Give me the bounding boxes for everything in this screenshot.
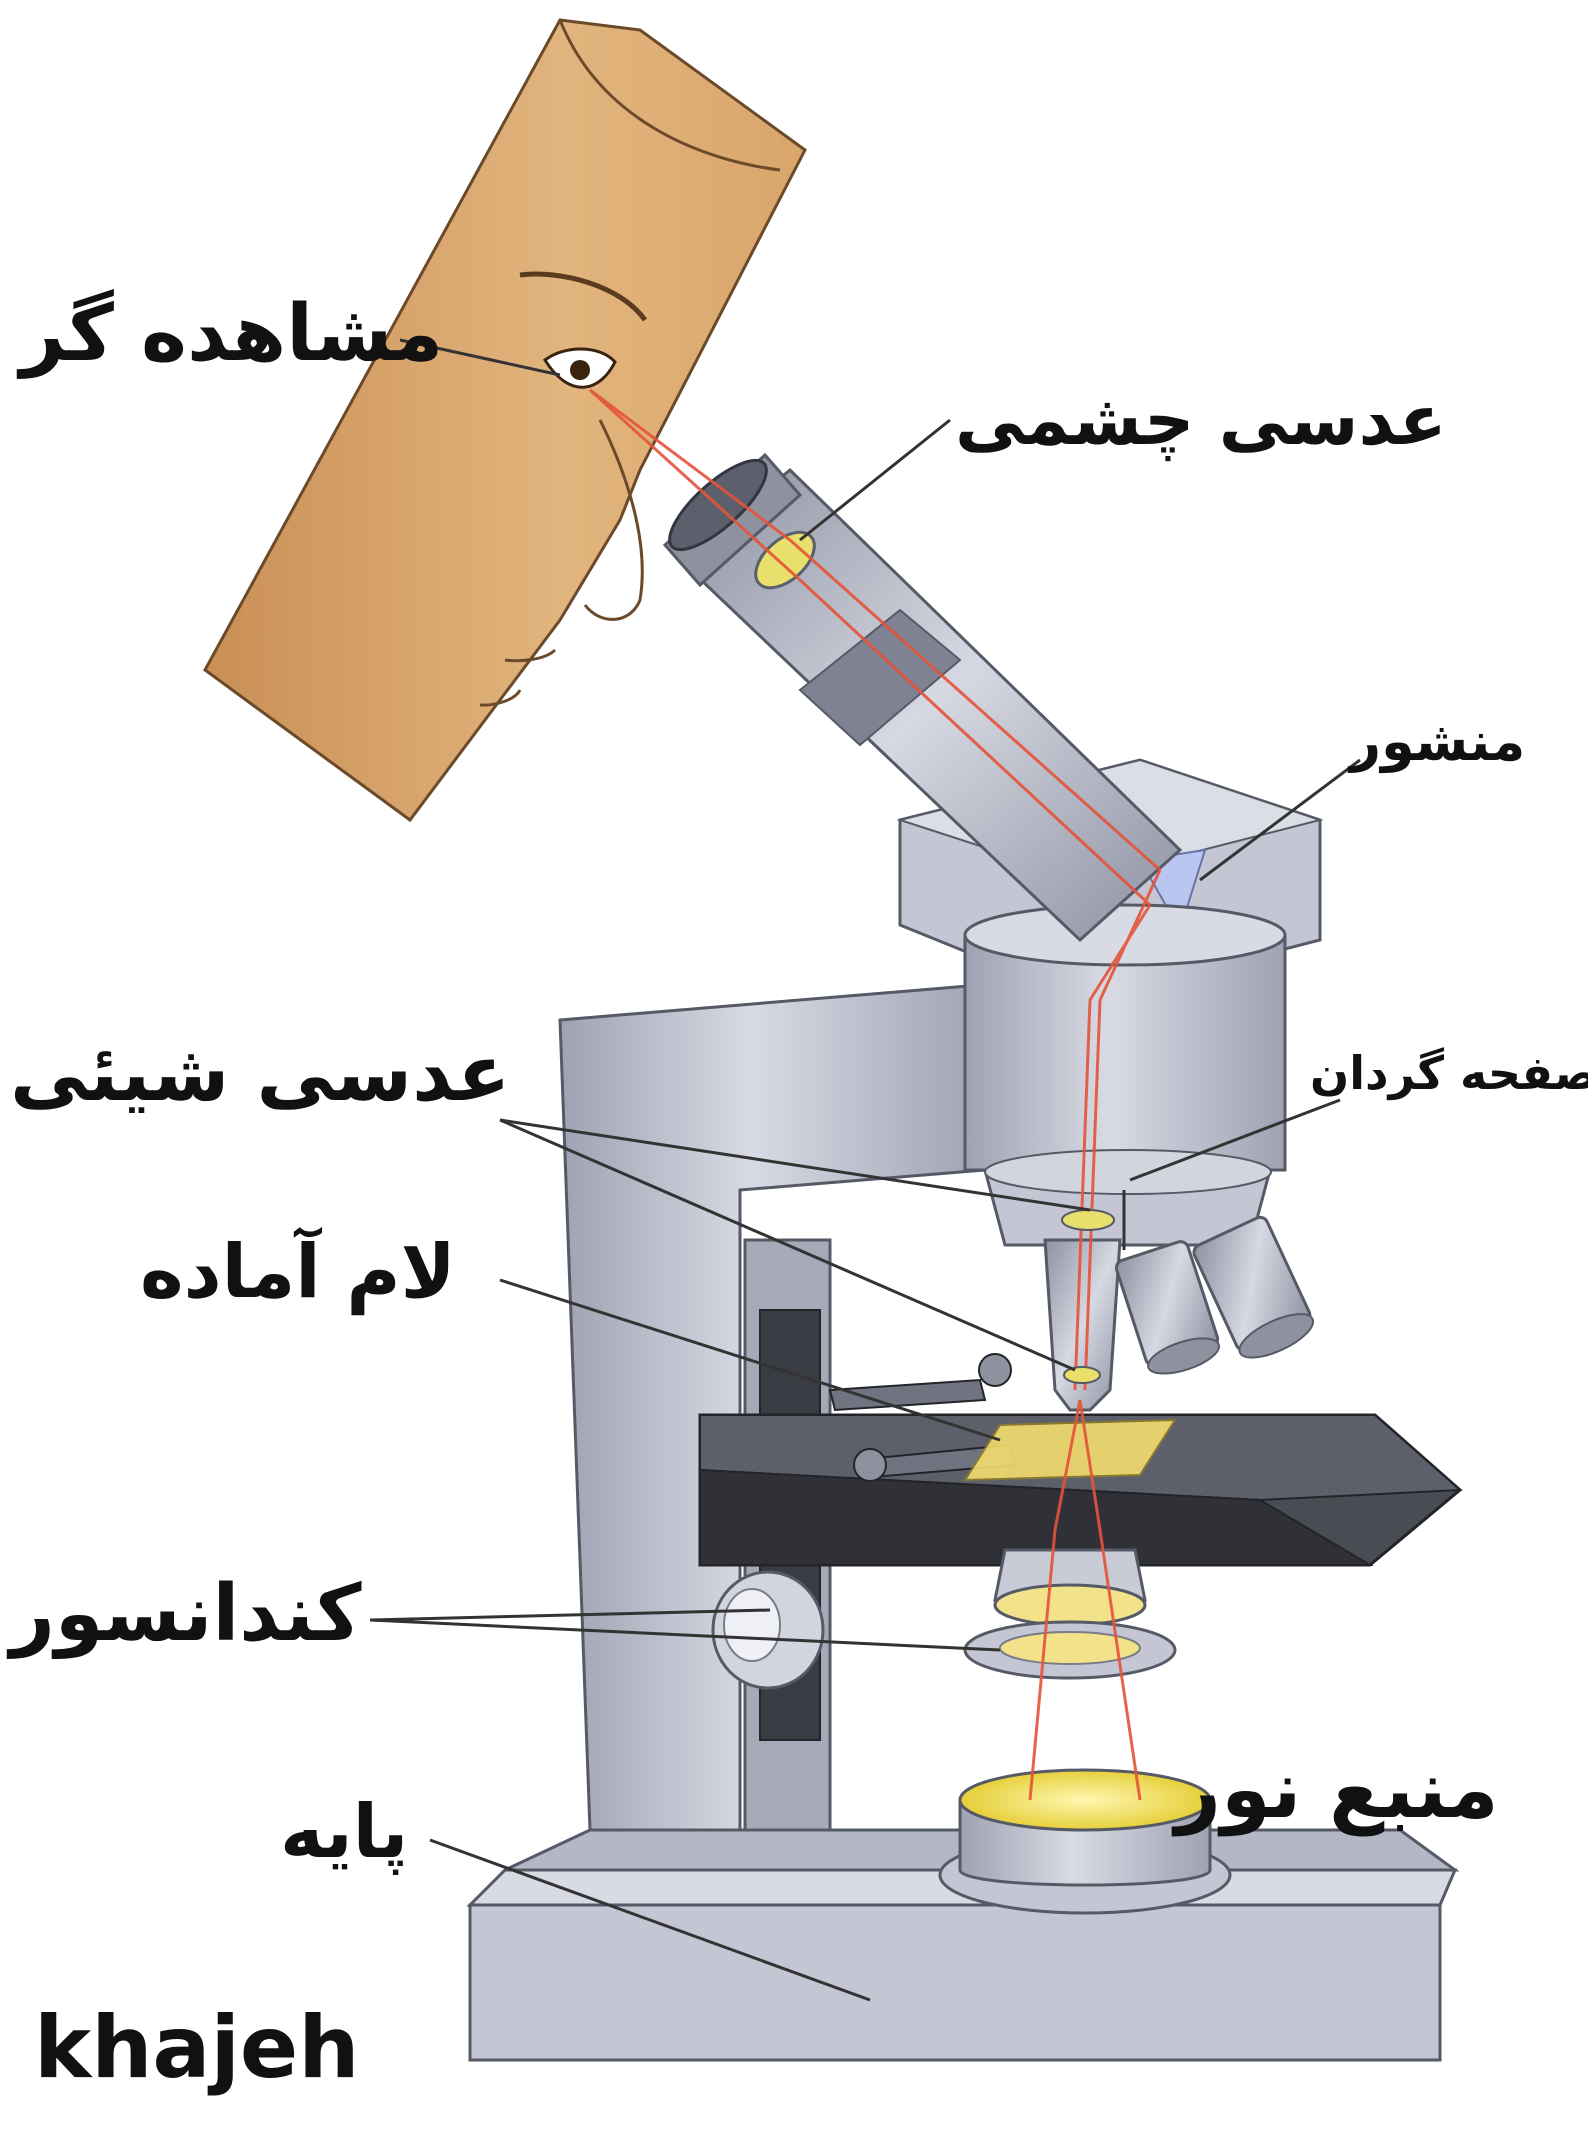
label-slide: لام آماده (140, 1235, 456, 1309)
label-revolver: صفحه گردان (1310, 1050, 1588, 1096)
label-prism: منشور (1350, 715, 1525, 769)
objective-lens-upper (1062, 1210, 1114, 1230)
leader-eyepiece (800, 420, 950, 540)
label-objective: عدسی شیئی (10, 1035, 510, 1113)
focus-knob (713, 1572, 823, 1688)
microscope-arm (560, 985, 985, 1830)
label-light-source: منبع نور (1175, 1750, 1499, 1830)
objective-lens-lower (1064, 1367, 1100, 1383)
watermark: khajeh (34, 2005, 359, 2091)
observer-head (205, 20, 805, 820)
label-eyepiece: عدسی چشمی (955, 385, 1447, 455)
label-observer: مشاهده گر (20, 295, 443, 373)
condenser (965, 1550, 1175, 1678)
label-condenser: کندانسور (10, 1575, 361, 1653)
label-base: پایه (280, 1795, 408, 1869)
